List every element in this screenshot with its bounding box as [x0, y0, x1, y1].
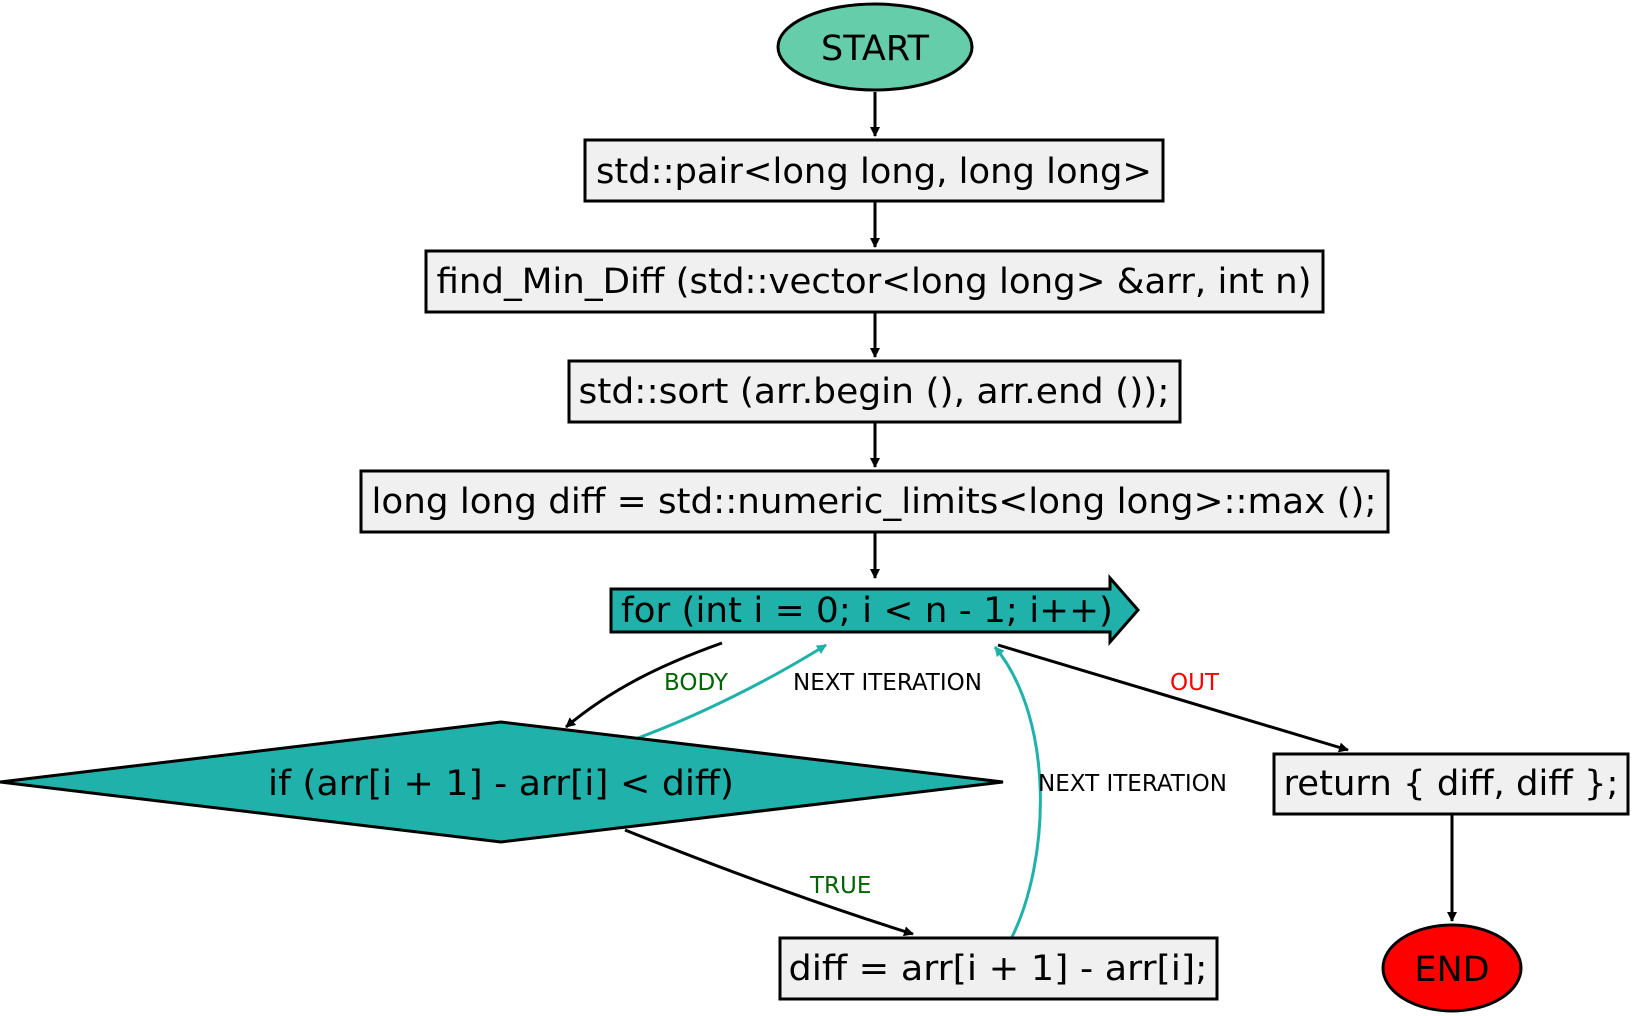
diff-init-label: long long diff = std::numeric_limits<lon… [372, 482, 1377, 522]
edge-label-body: BODY [664, 670, 729, 696]
edge-for-to-if-body [565, 641, 723, 729]
signature-return-label: std::pair<long long, long long> [596, 152, 1152, 192]
end-node: END [1381, 923, 1523, 1013]
edge-label-next-iteration-2: NEXT ITERATION [1038, 771, 1227, 797]
if-decision-node: if (arr[i + 1] - arr[i] < diff) [0, 720, 1004, 844]
for-loop-label: for (int i = 0; i < n - 1; i++) [621, 591, 1113, 631]
if-decision-label: if (arr[i + 1] - arr[i] < diff) [268, 764, 734, 804]
edge-label-true: TRUE [809, 873, 871, 899]
sort-node: std::sort (arr.begin (), arr.end ()); [567, 359, 1182, 424]
edge-label-out: OUT [1170, 670, 1220, 696]
edge-label-next-iteration-1: NEXT ITERATION [793, 670, 982, 696]
sort-label: std::sort (arr.begin (), arr.end ()); [579, 372, 1170, 412]
for-loop-node: for (int i = 0; i < n - 1; i++) [609, 574, 1140, 646]
return-label: return { diff, diff }; [1284, 764, 1619, 804]
function-signature-node: find_Min_Diff (std::vector<long long> &a… [424, 249, 1325, 314]
diff-assign-node: diff = arr[i + 1] - arr[i]; [778, 936, 1219, 1001]
edge-if-to-for-next [637, 643, 827, 740]
return-node: return { diff, diff }; [1272, 752, 1630, 816]
end-node-label: END [1414, 950, 1489, 990]
start-node-label: START [821, 29, 930, 69]
start-node: START [776, 2, 974, 92]
edge-if-to-assign-true [624, 828, 914, 937]
edge-for-to-return-out [997, 643, 1349, 753]
diff-init-node: long long diff = std::numeric_limits<lon… [359, 469, 1390, 534]
diff-assign-label: diff = arr[i + 1] - arr[i]; [789, 949, 1208, 989]
function-signature-label: find_Min_Diff (std::vector<long long> &a… [437, 262, 1312, 302]
signature-return-node: std::pair<long long, long long> [583, 138, 1165, 203]
edge-assign-to-for-next [993, 646, 1042, 938]
